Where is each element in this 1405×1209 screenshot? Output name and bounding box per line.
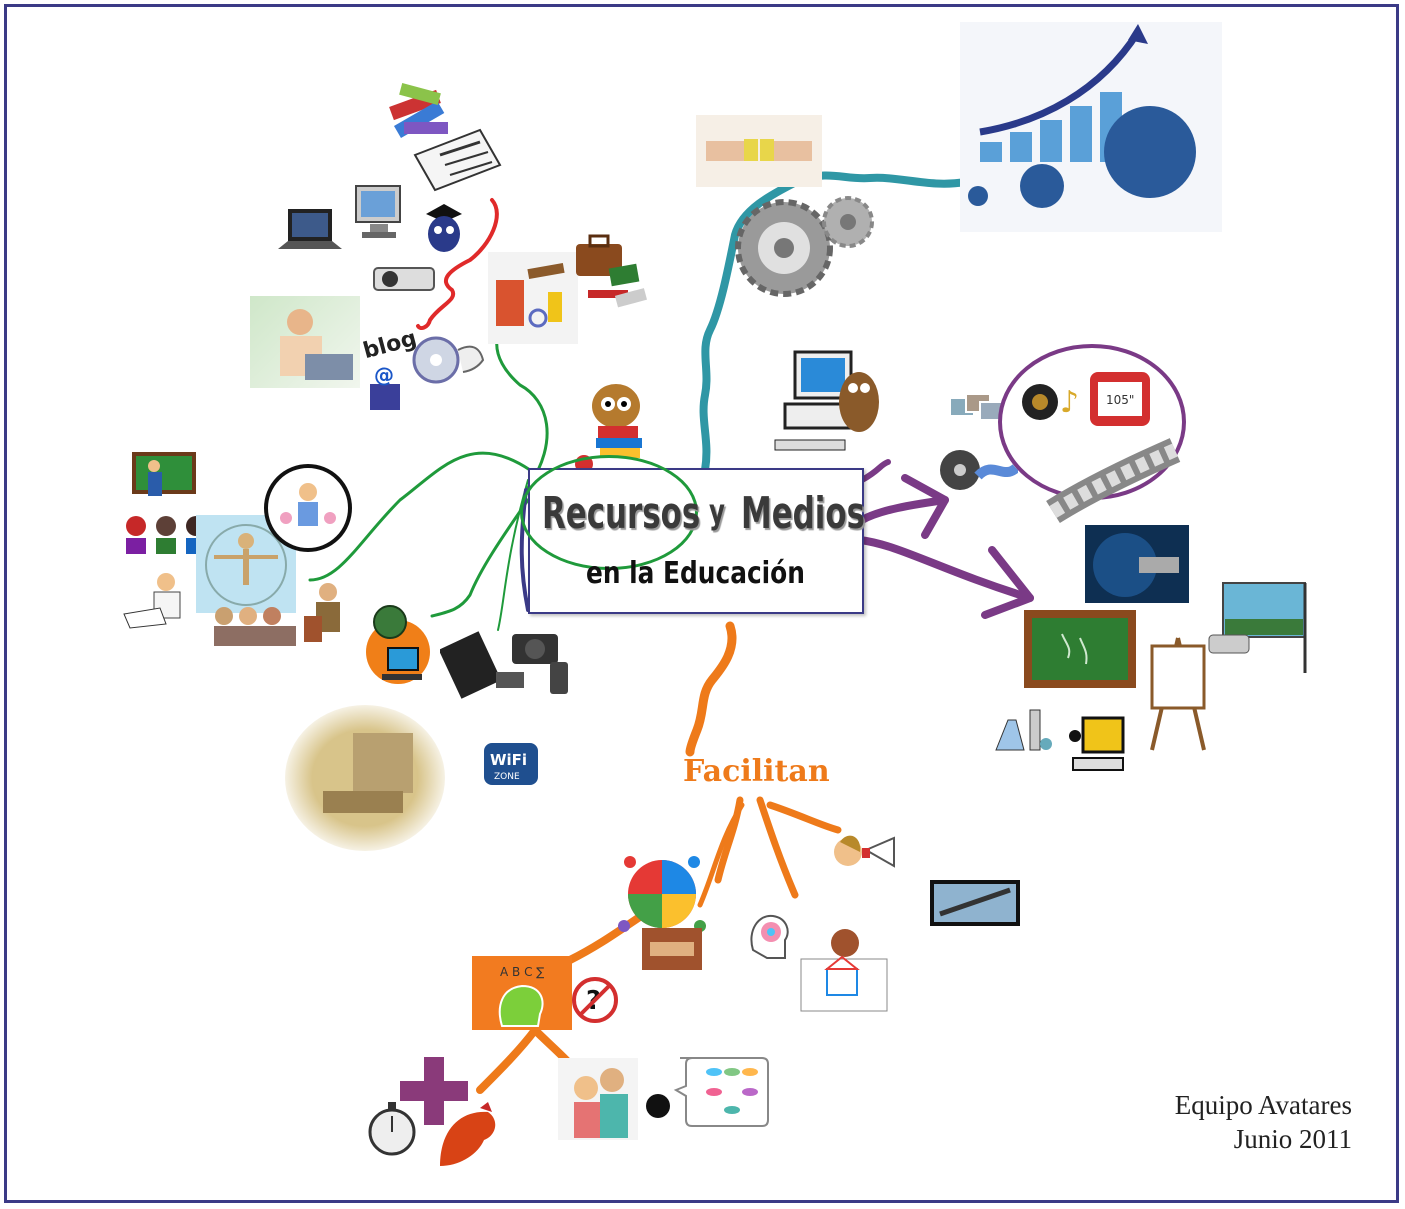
gears-icon [730,188,890,300]
teal-branch [699,171,969,474]
svg-text:ZONE: ZONE [494,772,520,782]
purple-branch-up [858,496,949,524]
svg-text:A B C ∑: A B C ∑ [500,965,544,979]
page-frame [4,4,1399,1203]
growth-chart-globe-photo [960,22,1222,232]
lab-equipment-icon [986,700,1058,754]
title-word-recursos: Recursos [542,488,701,539]
presenter-icon [300,580,348,644]
film-reel-icon [938,440,1018,500]
books-icon [380,78,460,158]
orange-lower-a [476,1026,539,1094]
svg-text:WiFi: WiFi [490,751,527,769]
desktop-monitor-icon [350,182,412,244]
cd-disc-icon [408,330,488,390]
handshake-photo [642,928,702,970]
rooster-icon [430,1100,504,1170]
branch-label-facilitan: Facilitan [683,754,830,789]
puzzle-hands-photo [696,115,822,187]
green-branch-left [308,451,532,582]
easel-icon [1142,632,1214,752]
green-branch-top [495,338,549,490]
credits-date: Junio 2011 [1233,1124,1352,1154]
laptop-icon [274,205,344,263]
newspaper-icon [410,125,505,195]
plus-sign-icon [398,1055,470,1127]
title-connector: y [709,492,725,532]
highlight-ellipse [520,455,698,570]
concept-map-thought-icon [636,1050,771,1138]
group-circle-icon [262,462,354,554]
puzzle-people-icon [612,850,712,942]
computer-person-icon [1065,712,1133,776]
orange-stem [685,621,737,757]
teacher-chalkboard-icon [128,450,198,518]
projector-icon [370,260,438,296]
students-photo [558,1058,638,1140]
orange-to-puzzle [697,802,745,908]
projection-screen-icon [1205,575,1317,675]
green-branch-low [430,498,530,618]
credits-team: Equipo Avatares [1174,1090,1352,1120]
doctor-writing-icon [120,568,198,630]
person-laptop-photo [250,296,360,388]
folders-icon [580,262,652,312]
svg-text:@: @ [374,363,394,387]
photo-stack-icon [946,390,1006,438]
brain-head-icon [745,910,793,962]
orange-mid [756,796,799,899]
red-branch [416,198,499,330]
purple-arrow-up [901,474,949,539]
orange-right [766,801,842,834]
title-subtitle: en la Educación [586,556,805,591]
boy-drawing-icon [797,925,889,1015]
credits: Equipo Avatares Junio 2011 [1100,1088,1352,1156]
film-strip-icon [1045,432,1185,532]
purple-branch-down [856,536,1034,602]
owl-with-cap-icon [420,200,468,255]
svg-text:105": 105" [1106,393,1134,407]
title-word-medios: Medios [741,488,865,539]
purple-short [859,459,891,483]
gadgets-icon [440,628,580,706]
no-question-icon: ? [570,975,620,1025]
briefcase-icon [570,232,628,282]
thinking-head-icon: A B C ∑ [472,956,572,1030]
purple-arrow-down [981,546,1034,619]
stopwatch-icon [366,1100,418,1156]
craft-supplies-icon [488,252,578,344]
computer-vintage-photo [283,703,448,853]
svg-text:♪: ♪ [1060,385,1079,420]
blog-icon: blog [358,322,418,362]
email-at-icon: @ [362,362,412,417]
network-cable-photo [1085,525,1189,603]
computer-owl-icon [765,348,890,466]
megaphone-woman-icon [832,828,912,880]
audience-icon [210,600,300,646]
chalkboard-icon [1022,608,1138,690]
mobile-pen-photo [930,880,1020,926]
globe-computer-icon [360,600,438,692]
